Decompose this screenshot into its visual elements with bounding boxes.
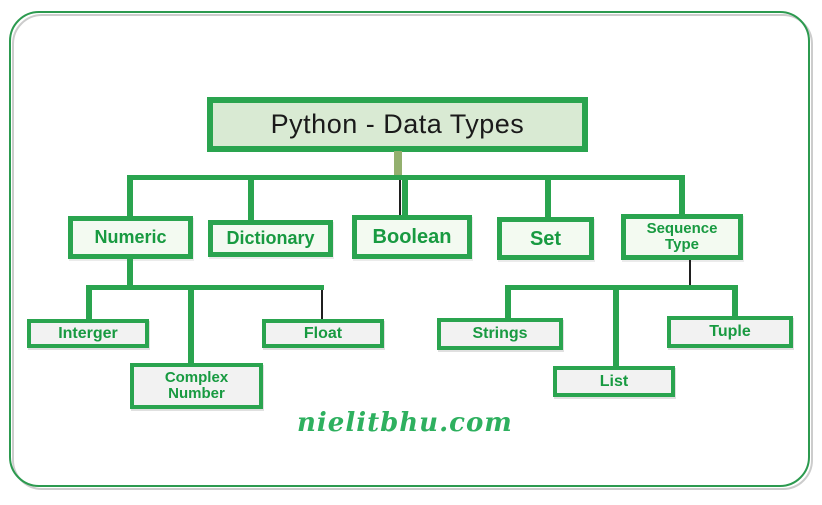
- node-strings: Strings: [437, 318, 563, 350]
- node-set: Set: [497, 217, 594, 260]
- node-boolean-label: Boolean: [372, 226, 452, 248]
- node-dictionary-label: Dictionary: [226, 227, 315, 248]
- connector-numeric-stem: [127, 259, 133, 286]
- node-list: List: [553, 366, 675, 397]
- frame-border: [9, 11, 810, 487]
- node-complex-number: Complex Number: [130, 363, 263, 409]
- connector-drop-set: [545, 180, 551, 218]
- node-complex-number-label: Complex Number: [164, 368, 229, 402]
- connector-sequence-stem: [689, 260, 691, 286]
- node-root-label: Python - Data Types: [270, 108, 525, 139]
- node-sequence-type-label: Sequence Type: [646, 219, 718, 253]
- node-root: Python - Data Types: [207, 97, 588, 152]
- connector-drop-numeric: [127, 180, 133, 216]
- connector-drop-list: [613, 290, 619, 366]
- connector-drop-boolean-dark: [399, 180, 401, 215]
- connector-root-stem: [394, 151, 402, 175]
- node-numeric: Numeric: [68, 216, 193, 259]
- connector-drop-interger: [86, 290, 92, 319]
- connector-numeric-rail: [86, 285, 324, 290]
- watermark-text: nielitbhu.com: [297, 408, 513, 438]
- node-tuple: Tuple: [667, 316, 793, 348]
- node-numeric-label: Numeric: [94, 226, 167, 247]
- connector-drop-dictionary: [248, 180, 254, 220]
- node-tuple-label: Tuple: [709, 323, 751, 341]
- node-sequence-type: Sequence Type: [621, 214, 743, 260]
- connector-drop-tuple: [732, 290, 738, 316]
- node-list-label: List: [599, 372, 629, 390]
- node-set-label: Set: [529, 227, 562, 250]
- node-strings-label: Strings: [472, 325, 528, 343]
- node-float: Float: [262, 319, 384, 348]
- connector-main-rail: [127, 175, 685, 180]
- node-interger-label: Interger: [58, 324, 118, 342]
- connector-drop-strings: [505, 290, 511, 318]
- connector-drop-complex-number: [188, 290, 194, 363]
- node-boolean: Boolean: [352, 215, 472, 259]
- connector-sequence-rail: [505, 285, 738, 290]
- node-dictionary: Dictionary: [208, 220, 333, 257]
- node-float-label: Float: [303, 324, 343, 342]
- connector-drop-boolean: [402, 180, 408, 215]
- connector-drop-float: [321, 290, 323, 319]
- node-interger: Interger: [27, 319, 149, 348]
- connector-drop-sequence-type: [679, 180, 685, 214]
